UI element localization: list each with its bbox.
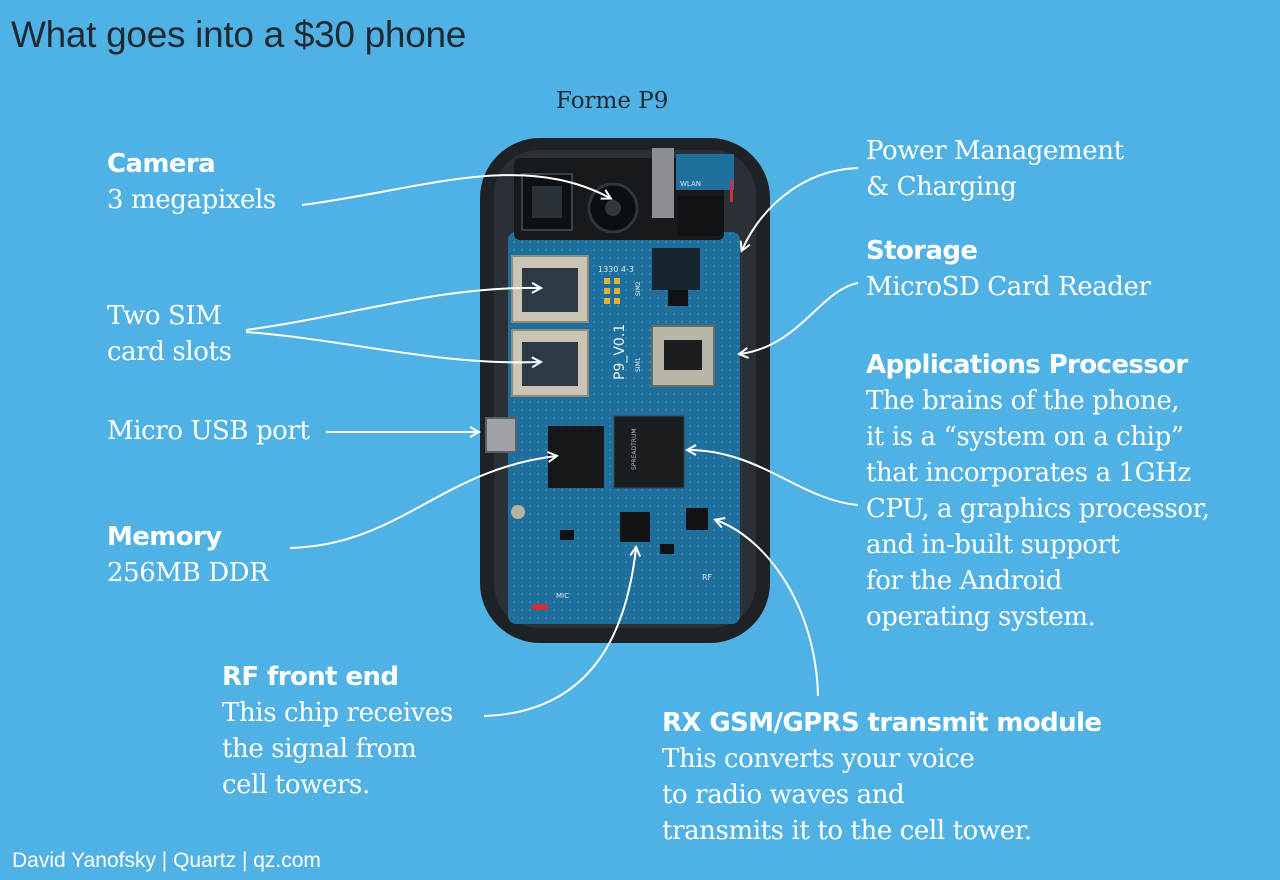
memory-callout: Memory 256MB DDR — [107, 520, 269, 591]
processor-callout: Applications Processor The brains of the… — [866, 348, 1210, 635]
camera-heading: Camera — [107, 149, 216, 179]
usb-line: Micro USB port — [107, 416, 310, 446]
board-code-text: 1330 4-3 — [598, 265, 634, 274]
rx-line-1: This converts your voice — [662, 744, 975, 774]
microsd-reader-slot — [664, 340, 702, 370]
storage-callout: Storage MicroSD Card Reader — [866, 234, 1151, 305]
sim-line-1: Two SIM — [107, 301, 222, 331]
power-management-chip — [652, 248, 700, 290]
sim-slot-2-inner — [522, 342, 578, 386]
rx-callout: RX GSM/GPRS transmit module This convert… — [662, 706, 1102, 849]
memory-detail: 256MB DDR — [107, 558, 269, 588]
page-title: What goes into a $30 phone — [11, 14, 467, 55]
processor-heading: Applications Processor — [866, 350, 1188, 380]
board-component-2 — [660, 544, 674, 554]
power-line-2: & Charging — [866, 172, 1017, 202]
rf-line-2: the signal from — [222, 734, 417, 764]
top-block — [678, 196, 724, 236]
board-sim2-text: SIM2 — [635, 281, 642, 296]
gold-pads — [604, 278, 620, 304]
power-line-1: Power Management — [866, 136, 1124, 166]
board-model-text: P9_V0.1 — [612, 324, 628, 380]
bottom-wire — [532, 604, 548, 610]
processor-line-1: The brains of the phone, — [866, 386, 1180, 416]
capacitor — [511, 505, 525, 519]
rf-callout: RF front end This chip receives the sign… — [222, 660, 453, 803]
camera-detail: 3 megapixels — [107, 185, 276, 215]
processor-line-4: CPU, a graphics processor, — [866, 494, 1210, 524]
application-processor-chip — [613, 415, 685, 489]
sim-slot-1-inner — [522, 268, 578, 312]
board-component-3 — [560, 530, 574, 540]
component-small-1 — [668, 290, 688, 306]
memory-heading: Memory — [107, 522, 222, 552]
camera-callout: Camera 3 megapixels — [107, 147, 276, 218]
micro-usb-port — [485, 417, 517, 453]
processor-line-5: and in-built support — [866, 530, 1120, 560]
power-callout: Power Management & Charging — [866, 133, 1124, 205]
board-rf-text: RF — [702, 573, 713, 582]
rf-line-3: cell towers. — [222, 770, 370, 800]
power-chip-area — [676, 154, 734, 190]
processor-line-2: it is a “system on a chip” — [866, 422, 1184, 452]
rx-line-2: to radio waves and — [662, 780, 905, 810]
processor-line-7: operating system. — [866, 602, 1096, 632]
sim-line-2: card slots — [107, 337, 232, 367]
board-wlan-text: WLAN — [680, 180, 701, 188]
red-wire — [730, 180, 733, 202]
processor-line-6: for the Android — [866, 566, 1063, 596]
rf-front-end-chip — [620, 512, 650, 542]
rx-heading: RX GSM/GPRS transmit module — [662, 708, 1102, 738]
processor-line-3: that incorporates a 1GHz — [866, 458, 1191, 488]
rx-line-3: transmits it to the cell tower. — [662, 816, 1032, 846]
camera-sensor-glass — [532, 186, 562, 218]
board-sim1-text: SIM1 — [635, 357, 642, 372]
memory-chip — [548, 426, 604, 488]
storage-heading: Storage — [866, 236, 978, 266]
sim-callout: Two SIM card slots — [107, 298, 232, 370]
camera-lens-center — [605, 200, 621, 216]
board-chip-brand-text: SPREADTRUM — [631, 428, 638, 470]
board-mic-text: MIC — [556, 592, 569, 600]
phone-model-label: Forme P9 — [556, 88, 669, 114]
storage-detail: MicroSD Card Reader — [866, 272, 1151, 302]
rf-heading: RF front end — [222, 662, 399, 692]
usb-callout: Micro USB port — [107, 413, 310, 449]
top-connector — [652, 148, 674, 218]
rx-module-chip — [686, 508, 708, 530]
rf-line-1: This chip receives — [222, 698, 453, 728]
source-credit: David Yanofsky | Quartz | qz.com — [12, 849, 321, 872]
